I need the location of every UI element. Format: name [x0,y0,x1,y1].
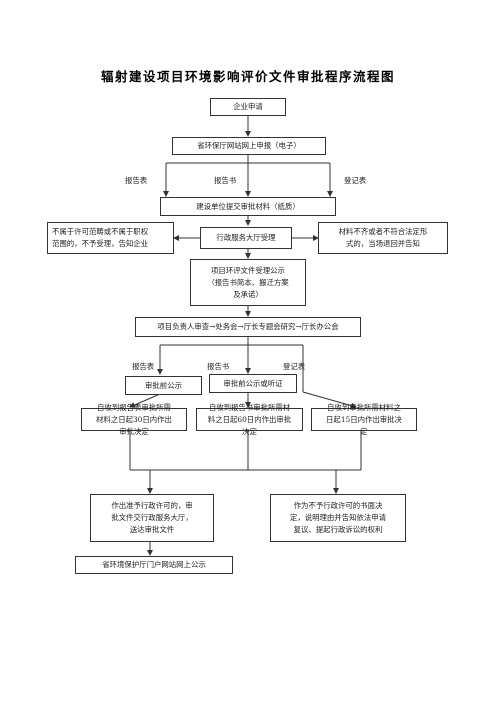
decide-register-box: 自收到审批所需材料之 日起15日内作出审批决 定 [311,403,417,436]
submit-paper-box: 建设单位提交审批材料（纸质） [160,197,336,216]
reject-scope-box: 不属于许可范畴或不属于职权 范围的，不予受理，告知企业 [47,222,174,254]
label-register-form-2: 登记表 [283,362,306,371]
connector-pre-to-table [129,393,161,408]
review-chain-box: 项目负责人审查→处务会→厅长专题会研究→厅长办公会 [135,317,361,337]
label-report-book-1: 报告书 [214,176,237,185]
apply-box: 企业申请 [210,98,286,116]
pre-publicity-box: 审批前公示 [125,376,202,395]
deny-box: 作为不予行政许可的书面决 定，说明理由并告知依法申请 复议、提起行政诉讼的权利 [270,494,406,542]
connector-register-to-decide [302,391,357,409]
label-report-table-1: 报告表 [125,176,148,185]
page-title: 辐射建设项目环境影响评价文件审批程序流程图 [100,69,395,84]
hall-accept-box: 行政服务大厅受理 [200,227,292,249]
label-report-book-2: 报告书 [207,362,230,371]
decide-report-table-box: 自收到报告表审批所需 材料之日起30日内作出 审批决定 [81,403,187,436]
online-submit-box: 省环保厅网站网上申报（电子） [172,137,326,155]
publicity-box: 项目环评文件受理公示 （报告书简本、搬迁方案 及承诺） [190,259,306,306]
label-register-form-1: 登记表 [344,176,367,185]
portal-publicity-box: 省环境保护厅门户网站网上公示 [75,556,233,574]
label-report-table-2: 报告表 [132,362,155,371]
pre-publicity-hearing-box: 审批前公示或听证 [209,374,297,393]
approve-box: 作出准予行政许可的，审 批文件交行政服务大厅， 送达审批文件 [90,494,214,542]
decide-report-book-box: 自收到报告书审批所需材 料之日起60日内作出审批 决定 [196,403,303,436]
incomplete-box: 材料不齐或者不符合法定形 式的，当场退回并告知 [318,222,448,254]
